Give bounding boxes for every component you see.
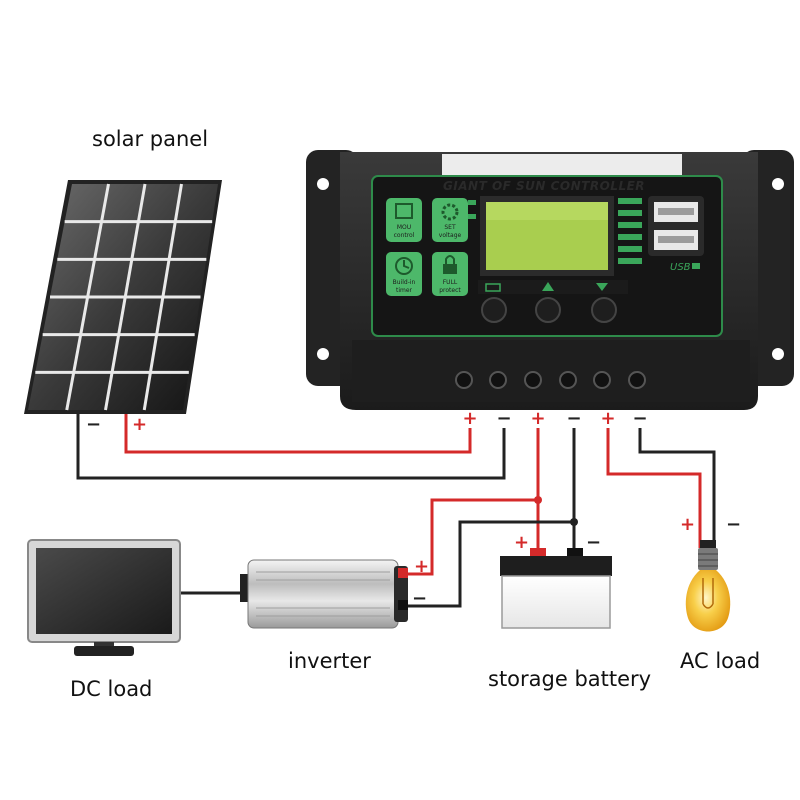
junction-positive (534, 496, 542, 504)
usb-port-tongue (658, 208, 694, 215)
battery-body (501, 575, 611, 629)
battery-positive-terminal (530, 548, 546, 558)
lock-icon (443, 264, 457, 274)
up-arrow-icon (542, 282, 554, 291)
polarity-signs: − + + − + − + − + − + − + − (86, 408, 741, 609)
button-caption: voltage (439, 232, 462, 239)
clock-hands (403, 260, 410, 269)
down-button (591, 297, 617, 323)
left-indicator-bars (468, 200, 476, 219)
inverter-plus-sign: + (414, 556, 429, 577)
lock-shackle (445, 255, 455, 264)
up-button (535, 297, 561, 323)
controller-solar-plus-sign: + (462, 408, 477, 429)
battery-negative-terminal (567, 548, 583, 558)
terminal-screws (455, 371, 646, 389)
inverter-body (247, 559, 399, 629)
component-labels: solar panel inverter storage battery AC … (70, 127, 760, 701)
storage-battery-label: storage battery (488, 667, 651, 691)
load-positive-wire (606, 428, 702, 548)
ac-load-label: AC load (680, 649, 760, 673)
solar-panel-label: solar panel (92, 127, 208, 151)
button-caption: Build-in (393, 279, 416, 286)
button-caption: timer (396, 287, 413, 294)
inverter-negative-terminal (398, 600, 408, 610)
button-caption: SET (444, 224, 456, 231)
solar-minus-sign: − (86, 414, 101, 435)
nav-strip (478, 280, 628, 294)
button-caption: FULL (443, 279, 458, 286)
mode-button-icon (395, 203, 413, 219)
button-caption: MOU (397, 224, 411, 231)
inverter-positive-terminal (398, 568, 408, 578)
monitor-stand (74, 646, 134, 656)
battery-lid (500, 556, 612, 576)
bulb-plus-sign: + (680, 514, 695, 535)
down-arrow-icon (596, 283, 608, 291)
load-negative-wire (638, 428, 716, 548)
button-caption: control (394, 232, 415, 239)
solar-panel (24, 180, 222, 414)
battery-minus-sign: − (586, 532, 601, 553)
controller-load-minus-sign: − (632, 408, 647, 429)
dc-load-label: DC load (70, 677, 152, 701)
gear-icon (441, 203, 459, 221)
mount-hole (317, 348, 329, 360)
lcd-glare (486, 202, 608, 220)
controller-solar-minus-sign: − (496, 408, 511, 429)
button-caption: protect (439, 287, 461, 294)
ac-load-bulb (685, 540, 731, 632)
charge-controller: GIANT OF SUN CONTROLLER MOU control SET … (306, 150, 794, 410)
menu-button (481, 297, 507, 323)
bulb-thread (698, 553, 718, 567)
bulb-socket (700, 540, 716, 550)
solar-panel-cell-grid (35, 183, 213, 411)
controller-battery-minus-sign: − (566, 408, 581, 429)
controller-title: GIANT OF SUN CONTROLLER (443, 179, 645, 193)
right-indicator-bars (618, 198, 642, 264)
controller-battery-plus-sign: + (530, 408, 545, 429)
battery-plus-sign: + (514, 532, 529, 553)
wires (76, 412, 716, 608)
usb-label: USB (670, 262, 691, 273)
solar-negative-wire (76, 412, 506, 480)
terminal-band (352, 340, 750, 402)
usb-port-tongue (658, 236, 694, 243)
bulb-glass (685, 570, 731, 632)
mount-hole (772, 348, 784, 360)
clock-icon (395, 257, 413, 275)
mount-hole (772, 178, 784, 190)
storage-battery (500, 548, 612, 629)
usb-led (692, 263, 700, 269)
solar-positive-wire (124, 412, 472, 454)
bulb-filament (702, 578, 714, 609)
inverter-positive-wire (404, 498, 538, 576)
mount-hole (317, 178, 329, 190)
controller-load-plus-sign: + (600, 408, 615, 429)
inverter-negative-wire (404, 520, 574, 608)
junction-negative (570, 518, 578, 526)
inverter (240, 559, 408, 629)
controller-sticker (442, 154, 682, 176)
battery-symbol (485, 283, 501, 292)
bulb-minus-sign: − (726, 514, 741, 535)
dc-load-monitor (27, 539, 181, 656)
monitor-neck (94, 642, 114, 648)
inverter-label: inverter (288, 649, 371, 673)
solar-plus-sign: + (132, 414, 147, 435)
inverter-minus-sign: − (412, 588, 427, 609)
inverter-fins (256, 571, 390, 617)
monitor-screen (36, 548, 172, 634)
